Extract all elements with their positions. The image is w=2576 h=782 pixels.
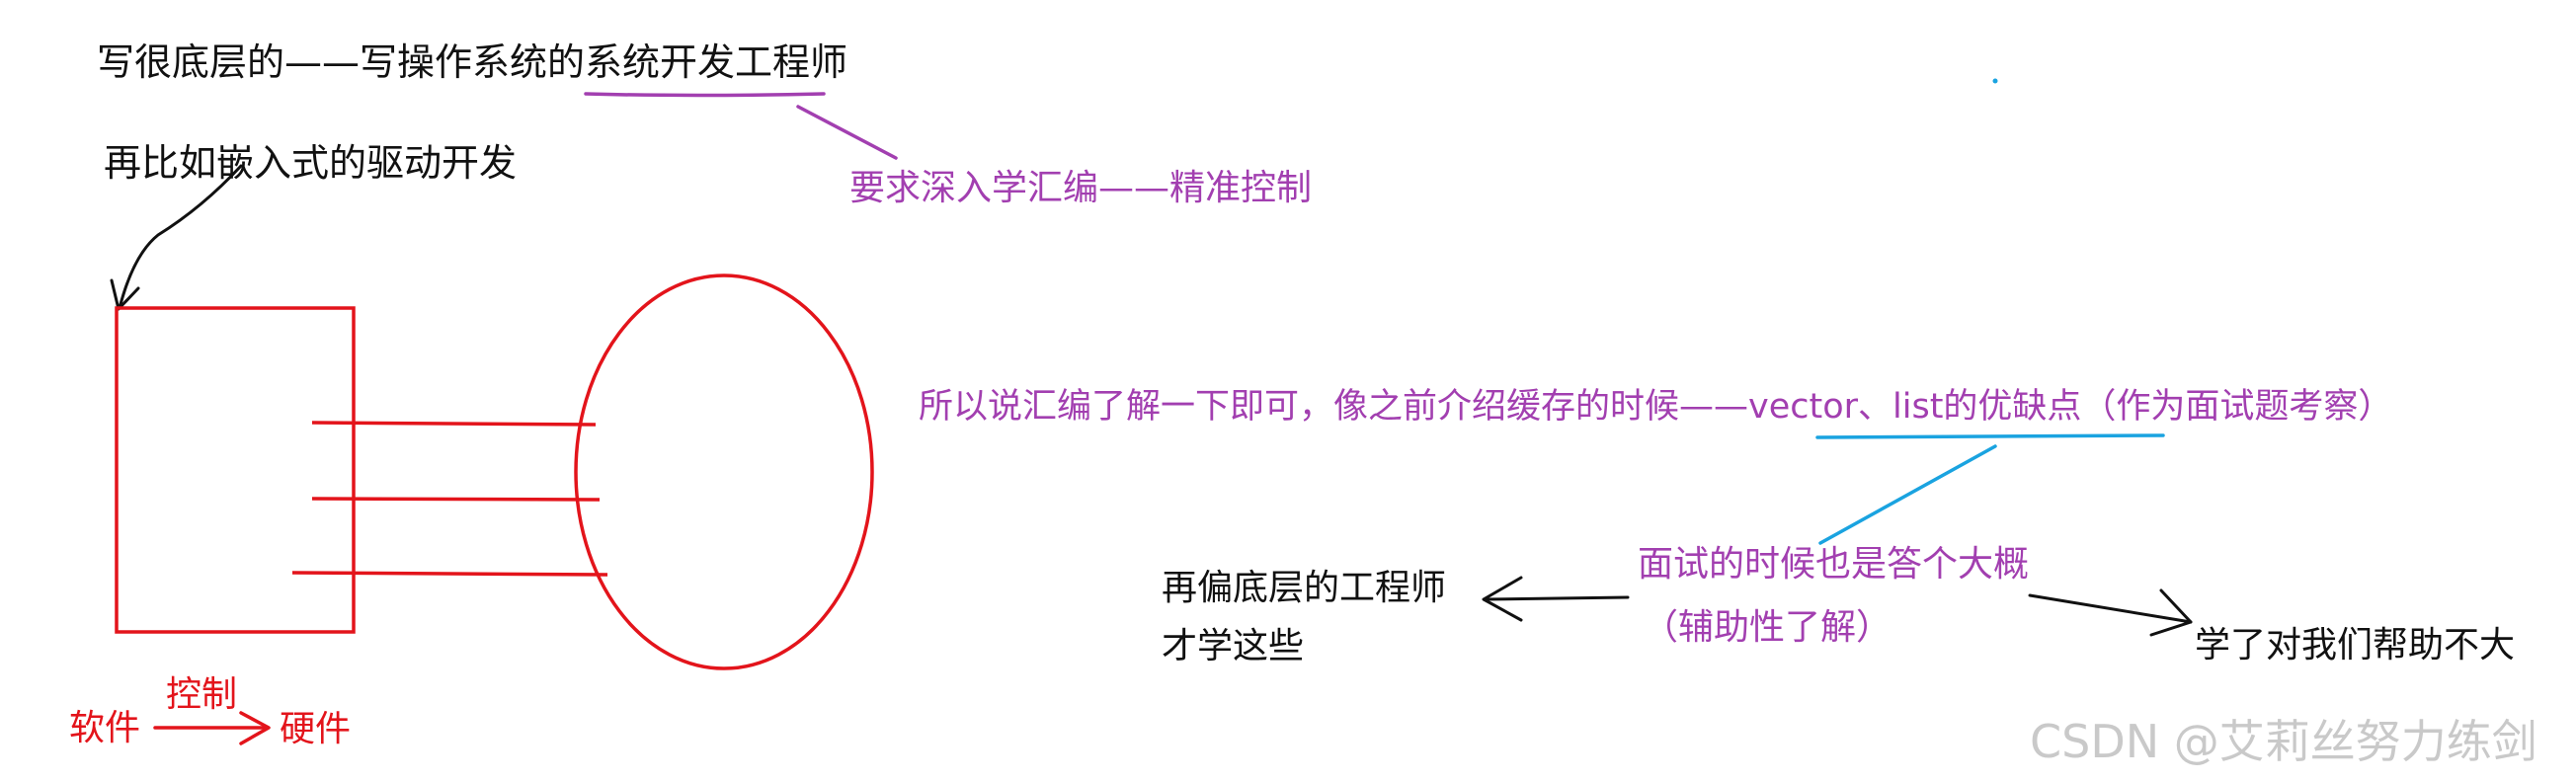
right-arrow-head	[2149, 588, 2193, 637]
red-control-arrow-head	[239, 711, 271, 745]
blue-dot	[1992, 78, 1998, 84]
red-ellipse	[574, 274, 874, 670]
red-rectangle	[115, 306, 356, 634]
curved-arrow-head	[110, 278, 140, 311]
purple-connector	[796, 105, 898, 160]
watermark: CSDN @艾莉丝努力练剑	[2030, 715, 2537, 768]
purple-underline	[584, 92, 826, 98]
note-assembly-requirement: 要求深入学汇编——精准控制	[849, 168, 1313, 208]
label-hardware: 硬件	[280, 709, 352, 749]
right-arrow	[2028, 593, 2193, 624]
note-interview: 面试的时候也是答个大概	[1638, 544, 2030, 585]
label-control: 控制	[166, 674, 238, 715]
note-not-helpful: 学了对我们帮助不大	[2195, 625, 2516, 665]
note-low-level-line2: 才学这些	[1162, 626, 1305, 666]
blue-underline	[1815, 433, 2165, 439]
label-software: 软件	[69, 708, 141, 748]
red-pin-2	[311, 497, 601, 502]
curved-arrow	[118, 164, 243, 310]
note-system-engineer: 写很底层的——写操作系统的系统开发工程师	[97, 40, 848, 84]
red-pin-1	[311, 421, 597, 427]
red-pin-3	[291, 571, 608, 577]
note-embedded-driver: 再比如嵌入式的驱动开发	[104, 141, 518, 185]
note-auxiliary: （辅助性了解）	[1643, 607, 1892, 648]
left-arrow	[1483, 595, 1630, 601]
note-conclusion: 所以说汇编了解一下即可，像之前介绍缓存的时候——vector、list的优缺点（…	[919, 387, 2393, 427]
blue-connector	[1818, 444, 1997, 545]
left-arrow-head	[1482, 576, 1523, 622]
note-low-level-line1: 再偏底层的工程师	[1162, 568, 1447, 608]
